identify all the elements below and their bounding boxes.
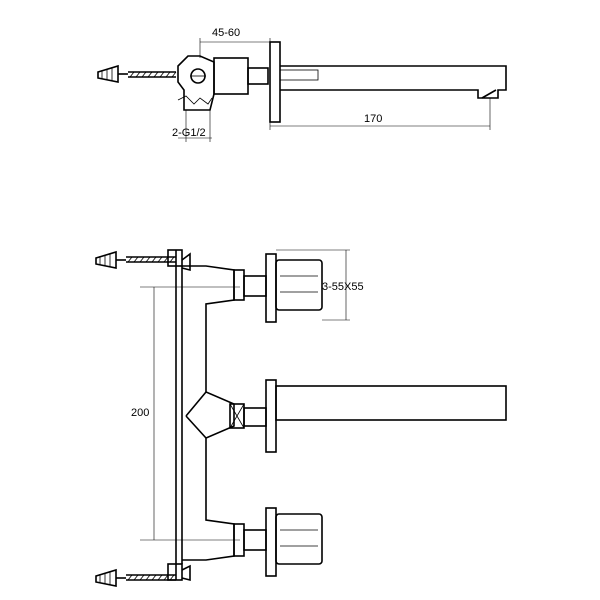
valve-body-top bbox=[177, 55, 269, 111]
dimension-label-center-distance: 200 bbox=[131, 407, 149, 419]
dimension-170: 170 bbox=[269, 98, 491, 130]
mounting-bracket bbox=[167, 249, 191, 582]
wall-anchor-top bbox=[97, 64, 128, 83]
dimension-label-thread: 2-G1/2 bbox=[172, 127, 206, 139]
dimension-200: 200 bbox=[131, 286, 240, 541]
dimension-label-spout-length: 170 bbox=[364, 113, 382, 125]
threaded-bolt-top bbox=[128, 71, 177, 78]
wall-anchor-upper bbox=[95, 250, 176, 269]
wall-anchor-lower bbox=[95, 568, 176, 587]
spout-front bbox=[265, 379, 507, 453]
dimension-label-handle-size: 3-55X55 bbox=[322, 281, 364, 293]
front-view: 3-55X55 200 bbox=[95, 249, 507, 587]
valve-manifold bbox=[182, 265, 267, 561]
dimension-handle-size: 3-55X55 bbox=[276, 249, 364, 321]
dimension-45-60: 45-60 bbox=[199, 27, 271, 58]
top-view: 45-60 170 2-G1/2 bbox=[97, 27, 507, 142]
dimension-thread: 2-G1/2 bbox=[172, 110, 212, 142]
wall-plate-top bbox=[269, 41, 281, 123]
handle-lower bbox=[265, 507, 323, 577]
handle-upper bbox=[265, 253, 323, 323]
spout-top bbox=[279, 65, 507, 99]
dimension-label-wall-depth: 45-60 bbox=[212, 27, 240, 39]
